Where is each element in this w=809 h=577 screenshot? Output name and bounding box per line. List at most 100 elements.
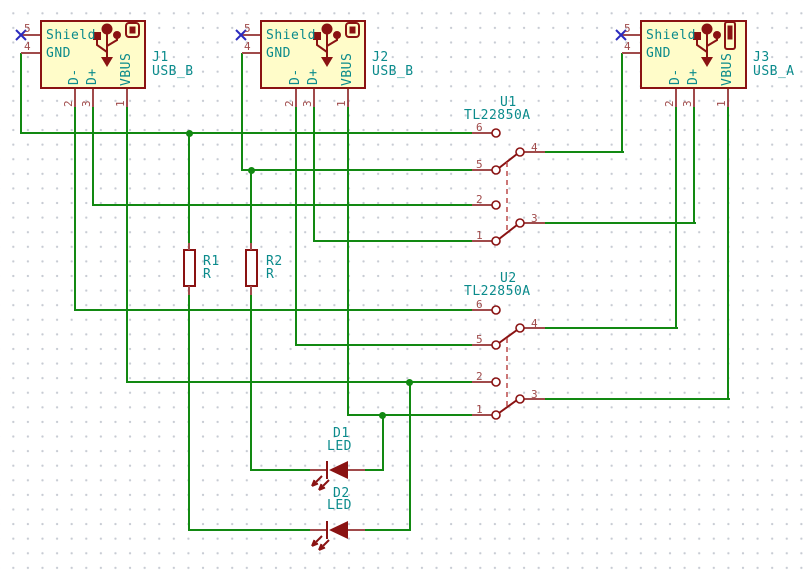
j3-pin-name-gnd: GND [646, 46, 671, 61]
j3-pin-number-dplus: 3 [681, 100, 694, 107]
j1-pin-number-dplus: 3 [80, 100, 93, 107]
wire[interactable] [347, 107, 349, 416]
j2-pin-name-gnd: GND [266, 46, 291, 61]
j3-pin-name-shield: Shield [646, 28, 696, 43]
j2-reference: J2 [372, 50, 389, 65]
led-d2-symbol[interactable] [311, 521, 348, 551]
wire[interactable] [621, 53, 623, 153]
d2-reference: D2 [333, 486, 350, 501]
junction-dot[interactable] [379, 412, 386, 419]
j1-pin-name-dminus: D- [67, 68, 82, 85]
switch-u1-symbol[interactable] [491, 128, 525, 246]
u1-pin-number-4: 4 [531, 141, 538, 154]
u2-value: TL22850A [464, 284, 531, 299]
wire[interactable] [93, 204, 472, 206]
r1-value: R [203, 267, 212, 282]
r2-reference: R2 [266, 254, 283, 269]
wire[interactable] [295, 107, 297, 346]
wire[interactable] [727, 107, 729, 400]
j2-pin-name-vbus: VBUS [340, 52, 355, 86]
wire[interactable] [250, 295, 252, 471]
wire[interactable] [251, 469, 311, 471]
j2-pin-name-dminus: D- [288, 68, 303, 85]
wire[interactable] [313, 107, 315, 242]
resistor-r1-body[interactable] [183, 249, 196, 287]
j1-pin-number-dminus: 2 [62, 100, 75, 107]
wire[interactable] [74, 107, 76, 311]
wire[interactable] [92, 107, 94, 206]
j3-reference: J3 [753, 50, 770, 65]
wire[interactable] [241, 53, 243, 171]
resistor-r2-body[interactable] [245, 249, 258, 287]
j3-pin-number-dminus: 2 [663, 100, 676, 107]
j1-pin-name-gnd: GND [46, 46, 71, 61]
wire[interactable] [314, 240, 472, 242]
j3-pin-number-shield: 5 [624, 22, 631, 35]
wire[interactable] [250, 170, 252, 243]
u2-reference: U2 [500, 271, 517, 286]
u2-pin-number-5: 5 [476, 333, 483, 346]
j1-pin-number-shield: 5 [24, 22, 31, 35]
j1-pin-name-vbus: VBUS [119, 52, 134, 86]
switch-u2-symbol[interactable] [491, 305, 525, 420]
wire[interactable] [365, 529, 411, 531]
u2-pin-number-6: 6 [476, 298, 483, 311]
j3-pin-name-dminus: D- [668, 68, 683, 85]
j3-pin-number-gnd: 4 [624, 40, 631, 53]
wire[interactable] [126, 107, 128, 383]
j2-value: USB_B [372, 64, 414, 79]
j2-pin-number-vbus: 1 [335, 100, 348, 107]
r1-reference: R1 [203, 254, 220, 269]
j1-pin-number-vbus: 1 [114, 100, 127, 107]
wire[interactable] [189, 529, 311, 531]
j2-pin-name-dplus: D+ [306, 68, 321, 85]
u2-pin-number-2: 2 [476, 370, 483, 383]
u1-pin-number-1: 1 [476, 229, 483, 242]
u1-pin-number-5: 5 [476, 158, 483, 171]
j2-pin-number-shield: 5 [244, 22, 251, 35]
u1-pin-number-6: 6 [476, 121, 483, 134]
u1-pin-number-2: 2 [476, 193, 483, 206]
j2-pin-number-gnd: 4 [244, 40, 251, 53]
wire[interactable] [545, 398, 730, 400]
wire[interactable] [675, 107, 677, 329]
wire[interactable] [545, 222, 696, 224]
wire[interactable] [242, 169, 472, 171]
d2-value: LED [327, 498, 352, 513]
r2-value: R [266, 267, 275, 282]
u1-reference: U1 [500, 95, 517, 110]
junction-dot[interactable] [406, 379, 413, 386]
d1-reference: D1 [333, 426, 350, 441]
wire[interactable] [188, 133, 190, 243]
d1-value: LED [327, 439, 352, 454]
j3-pin-name-vbus: VBUS [720, 52, 735, 86]
u2-pin-number-3: 3 [531, 388, 538, 401]
wire[interactable] [382, 415, 384, 471]
wire[interactable] [75, 309, 472, 311]
wire[interactable] [20, 53, 22, 134]
wire[interactable] [545, 151, 624, 153]
wire[interactable] [545, 327, 678, 329]
j1-value: USB_B [152, 64, 194, 79]
wire[interactable] [296, 344, 472, 346]
junction-dot[interactable] [248, 167, 255, 174]
wire[interactable] [693, 107, 695, 224]
wire[interactable] [365, 469, 384, 471]
j1-pin-number-gnd: 4 [24, 40, 31, 53]
u2-pin-number-4: 4 [531, 317, 538, 330]
j3-pin-number-vbus: 1 [715, 100, 728, 107]
u1-pin-number-3: 3 [531, 212, 538, 225]
j3-pin-name-dplus: D+ [686, 68, 701, 85]
wire[interactable] [188, 295, 190, 531]
j2-pin-number-dplus: 3 [301, 100, 314, 107]
j1-pin-name-dplus: D+ [85, 68, 100, 85]
wire[interactable] [409, 382, 411, 531]
j3-value: USB_A [753, 64, 795, 79]
u2-pin-number-1: 1 [476, 403, 483, 416]
wire[interactable] [127, 381, 472, 383]
j2-pin-name-shield: Shield [266, 28, 316, 43]
j1-reference: J1 [152, 50, 169, 65]
wire[interactable] [21, 132, 472, 134]
junction-dot[interactable] [186, 130, 193, 137]
